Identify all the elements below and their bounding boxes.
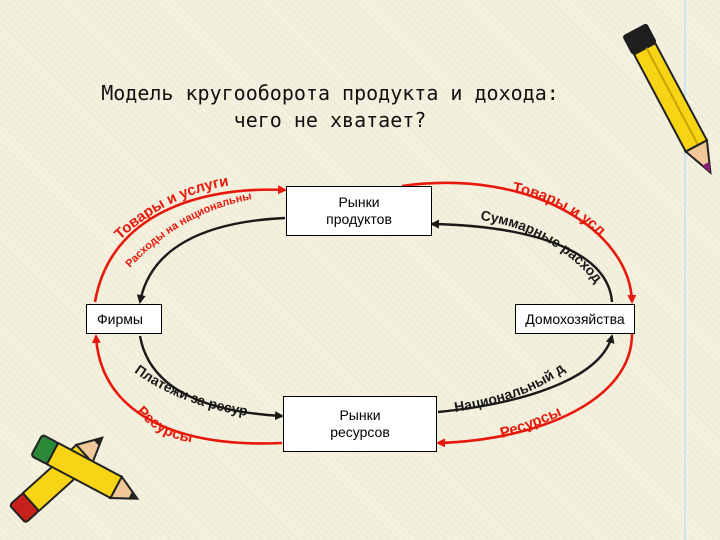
slide-title: Модель кругооборота продукта и дохода: ч… — [60, 80, 600, 134]
label-resources-left: Ресурсы — [133, 403, 194, 446]
node-product-markets: Рынки продуктов — [286, 186, 432, 236]
flow-resources-to-firms — [91, 334, 283, 445]
flow-expenses-to-firms — [136, 216, 286, 304]
node-firms: Фирмы — [86, 304, 162, 334]
flow-resources-from-households — [436, 333, 634, 448]
node-resource-markets-label: Рынки ресурсов — [330, 407, 390, 440]
node-households: Домохозяйства — [515, 304, 635, 334]
node-households-label: Домохозяйства — [525, 310, 625, 327]
flow-expenses-to-product-market — [430, 219, 614, 303]
notebook-margin-line — [684, 0, 686, 540]
node-resource-markets: Рынки ресурсов — [283, 396, 437, 452]
slide-title-line-2: чего не хватает? — [233, 108, 427, 132]
flow-goods-to-households — [401, 181, 637, 304]
flow-goods-from-firms — [93, 185, 287, 303]
slide-title-line-1: Модель кругооборота продукта и дохода: — [101, 81, 559, 105]
flow-income-to-households — [437, 334, 615, 414]
label-resources-right: Ресурсы — [498, 403, 564, 442]
flow-payments-to-resource-market — [138, 335, 284, 421]
crossed-pencils-icon — [9, 434, 140, 523]
pencil-icon — [623, 23, 712, 175]
node-product-markets-label: Рынки продуктов — [326, 194, 392, 227]
node-firms-label: Фирмы — [97, 310, 143, 327]
label-total-expenses: Суммарные расходы — [0, 0, 606, 286]
